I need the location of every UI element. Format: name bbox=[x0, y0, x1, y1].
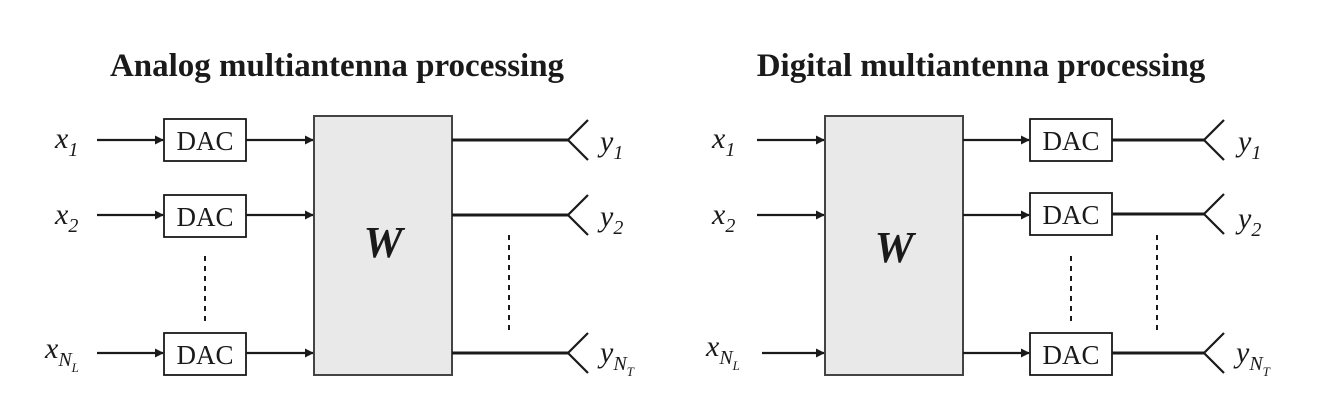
antenna-icon bbox=[1202, 193, 1225, 235]
analog-output-ynt: yNT bbox=[597, 336, 635, 379]
antenna-icon bbox=[1202, 119, 1225, 161]
analog-output-y1: y1 bbox=[597, 125, 623, 164]
analog-title: Analog multiantenna processing bbox=[110, 48, 565, 84]
digital-panel: Digital multiantenna processing x1 x2 xN… bbox=[705, 48, 1271, 379]
digital-matrix-w-box bbox=[824, 115, 964, 376]
antenna-icon bbox=[566, 194, 589, 236]
analog-input-x1: x1 bbox=[54, 122, 78, 161]
analog-dac-box-1 bbox=[163, 118, 247, 162]
digital-output-y2: y2 bbox=[1235, 202, 1261, 241]
digital-output-y1: y1 bbox=[1235, 125, 1261, 164]
digital-dac-label-nt: DAC bbox=[1042, 340, 1099, 370]
digital-title: Digital multiantenna processing bbox=[757, 48, 1206, 84]
antenna-icon bbox=[1202, 332, 1225, 374]
digital-dac-label-1: DAC bbox=[1042, 126, 1099, 156]
antenna-icon bbox=[566, 332, 589, 374]
analog-dac-box-2 bbox=[163, 194, 247, 238]
analog-dac-label-1: DAC bbox=[176, 126, 233, 156]
digital-input-x1: x1 bbox=[711, 122, 735, 161]
digital-dac-label-2: DAC bbox=[1042, 200, 1099, 230]
analog-panel: Analog multiantenna processing x1 x2 xNL… bbox=[44, 48, 635, 379]
digital-output-ynt: yNT bbox=[1233, 336, 1271, 379]
digital-input-xnl: xNL bbox=[705, 330, 740, 373]
digital-input-x2: x2 bbox=[711, 198, 735, 237]
analog-output-y2: y2 bbox=[597, 200, 623, 239]
digital-matrix-w-label: W bbox=[874, 223, 916, 272]
analog-dac-label-2: DAC bbox=[176, 202, 233, 232]
analog-input-xnl: xNL bbox=[44, 332, 79, 375]
analog-matrix-w-label: W bbox=[363, 218, 405, 267]
analog-dac-box-nl bbox=[163, 332, 247, 376]
antenna-icon bbox=[566, 119, 589, 161]
digital-dac-box-nt bbox=[1029, 332, 1113, 376]
analog-dac-label-nl: DAC bbox=[176, 340, 233, 370]
digital-dac-box-1 bbox=[1029, 118, 1113, 162]
analog-matrix-w-box bbox=[313, 115, 453, 376]
analog-input-x2: x2 bbox=[54, 198, 78, 237]
